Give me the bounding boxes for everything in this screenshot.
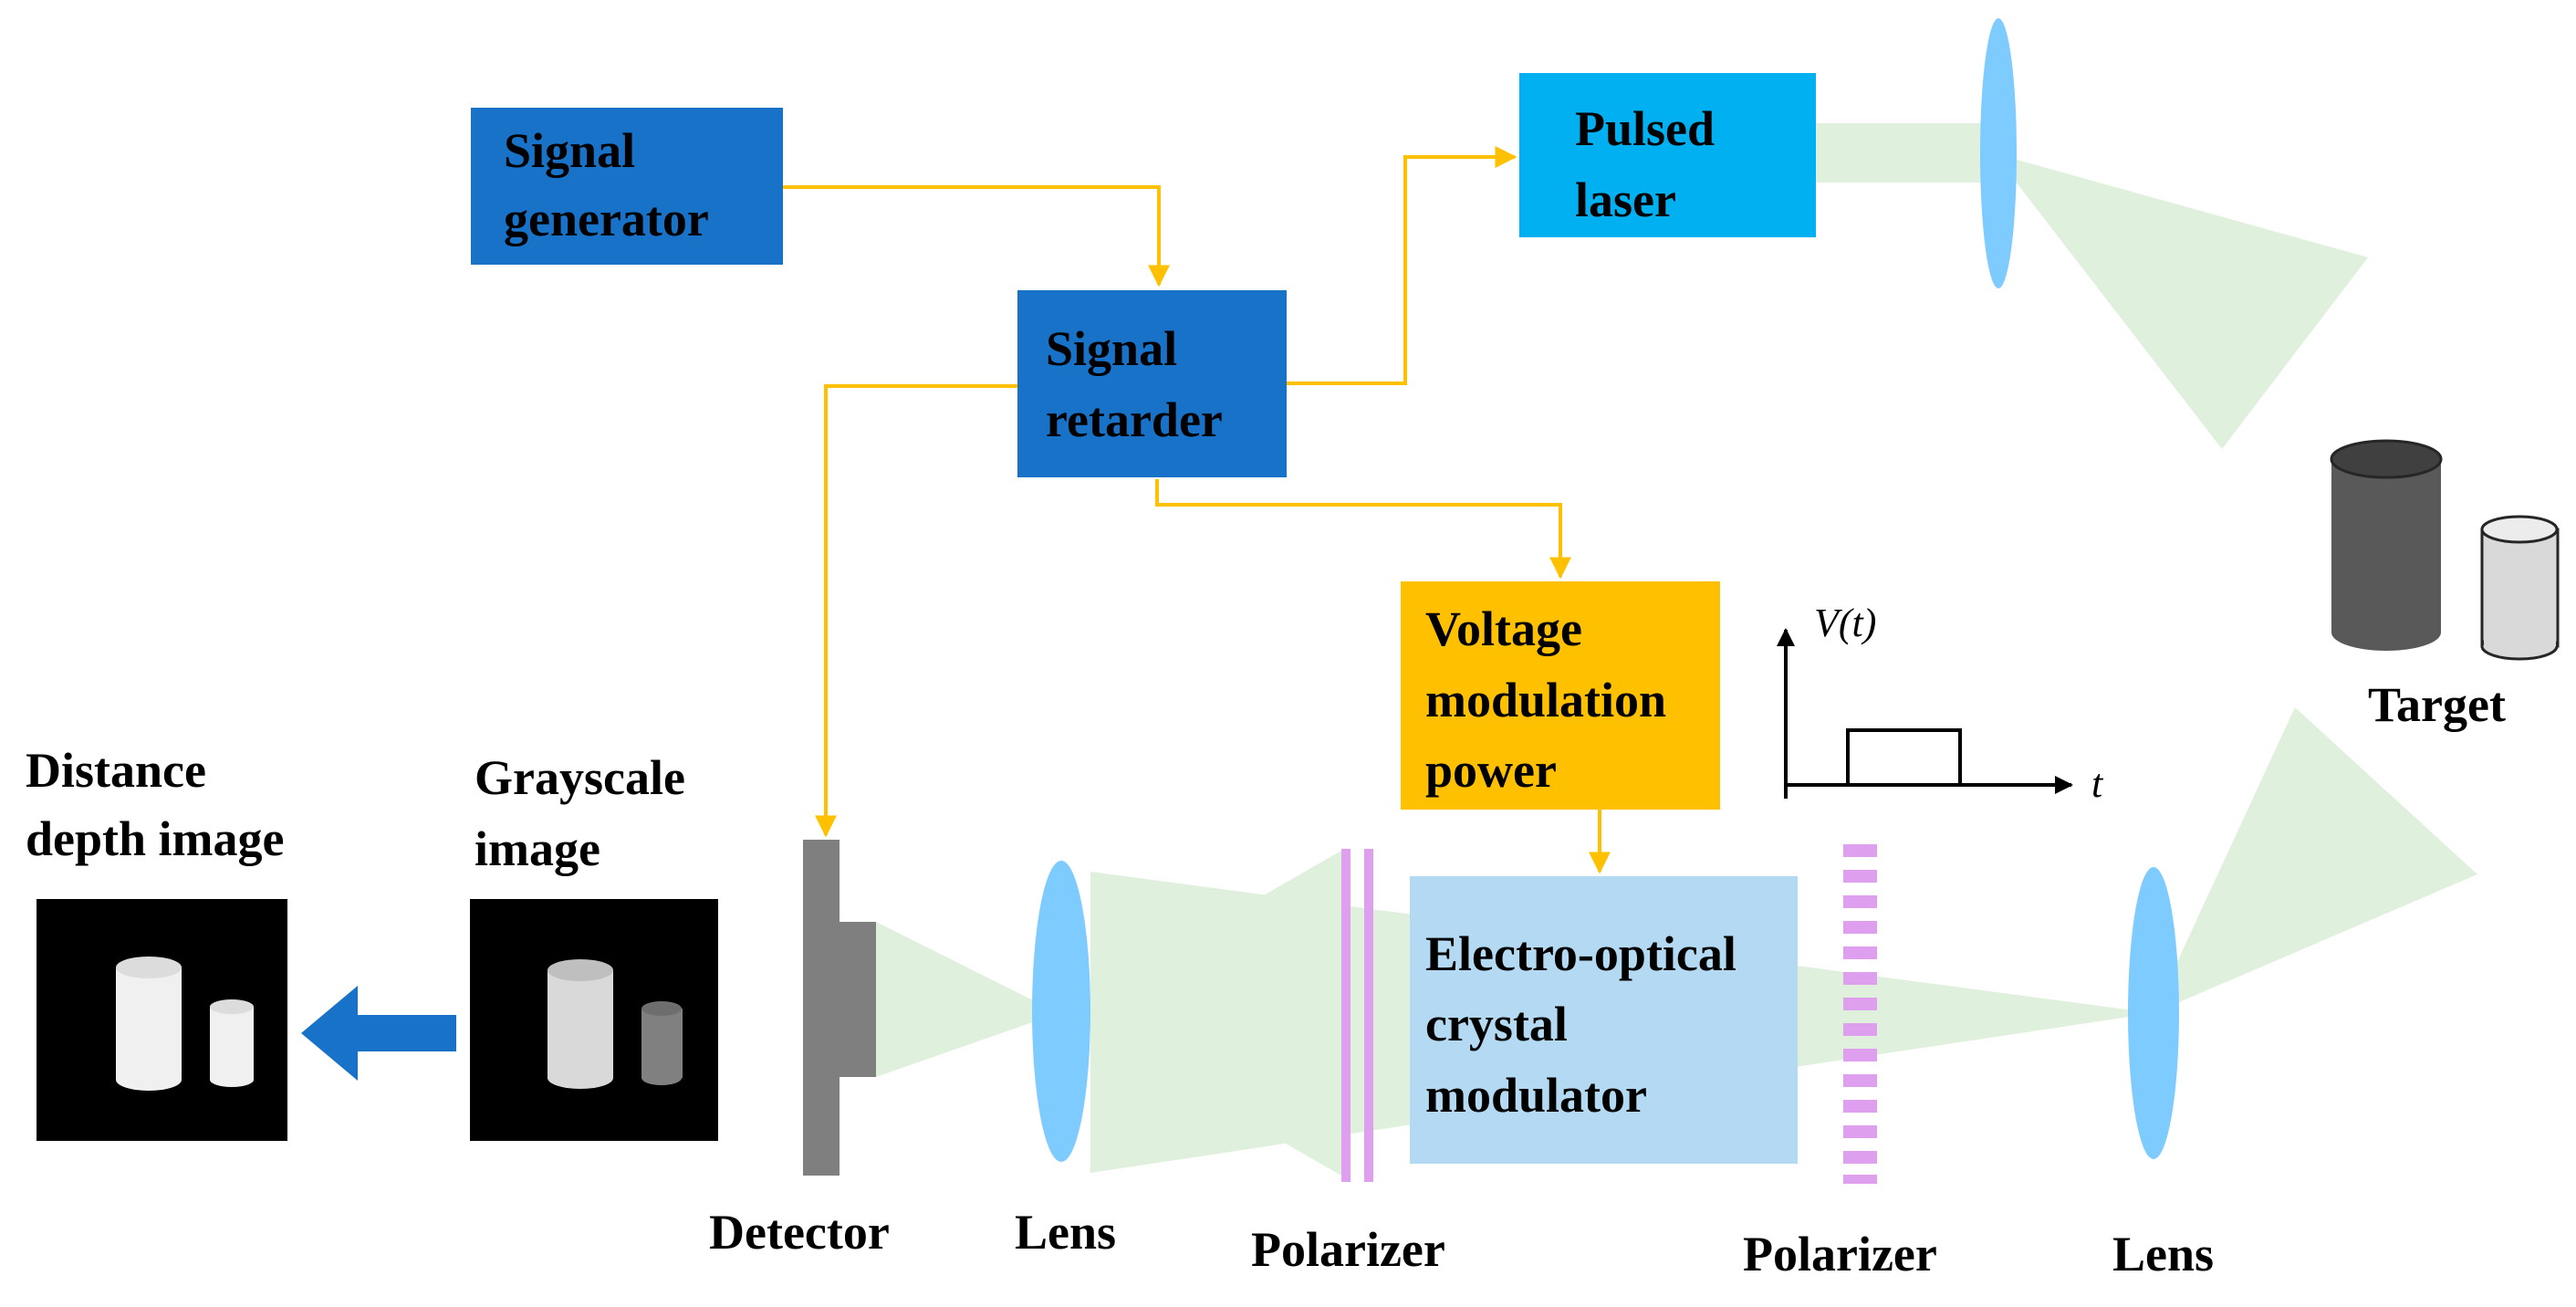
target-large-cylinder [2330,439,2443,651]
polarizer-right-label: Polarizer [1743,1227,1937,1281]
depth-label-line2: depth image [26,811,285,866]
signal-retarder-line1: Signal [1046,321,1177,376]
svg-text:power: power [1425,743,1557,798]
svg-text:retarder: retarder [1046,392,1223,447]
retarder-to-power-line [1155,479,1571,580]
target-small-cylinder [2480,515,2560,661]
generator-to-retarder-line [783,185,1170,288]
graph-pulse [1846,728,1962,785]
target-label: Target [2368,677,2506,732]
retarder-to-detector-line [815,384,1017,838]
voltage-modulation-power-block: Voltage modulation power [1401,581,1720,810]
svg-text:laser: laser [1575,173,1676,227]
lens-left-label: Lens [1015,1205,1116,1260]
detector-label: Detector [709,1205,890,1260]
depth-label-line1: Distance [26,743,206,798]
svg-text:crystal: crystal [1425,997,1568,1051]
graph-y-label: V(t) [1814,601,1876,645]
lens-left [1032,861,1090,1162]
graph-x-label: t [2091,761,2104,806]
lens-right [2128,867,2179,1159]
svg-text:Pulsed: Pulsed [1575,101,1715,156]
modulator-line3: modulator [1425,1068,1647,1123]
return-beam-cone [2154,707,2477,1013]
laser-beam-segment [1816,123,1985,183]
polarizer-right [1843,844,1877,1184]
modulator-line2: crystal [1425,997,1568,1051]
beam-to-detector [876,922,1059,1077]
pulsed-laser-line2: laser [1575,173,1676,227]
polarizer-left [1341,849,1373,1182]
svg-text:Signal: Signal [504,123,635,178]
svg-text:Electro-optical: Electro-optical [1425,926,1736,981]
signal-lines [783,146,1611,874]
modulator-line1: Electro-optical [1425,926,1736,981]
outgoing-beam-cone [1994,153,2368,449]
lens-right-label: Lens [2112,1227,2214,1281]
signal-generator-line2: generator [504,192,709,246]
grayscale-label-line1: Grayscale [475,750,685,805]
voltage-power-line1: Voltage [1425,601,1582,656]
grayscale-label-line2: image [475,821,600,876]
svg-text:Signal: Signal [1046,321,1177,376]
lens-top [1980,18,2017,288]
svg-text:Voltage: Voltage [1425,601,1582,656]
svg-text:modulator: modulator [1425,1068,1647,1123]
electro-optical-modulator-block: Electro-optical crystal modulator [1410,876,1798,1164]
grayscale-to-depth-arrow [301,986,456,1081]
beam-between-lens-and-polarizer [1059,851,1341,1176]
signal-retarder-block: Signal retarder [1017,290,1287,477]
polarizer-left-label: Polarizer [1251,1222,1445,1277]
retarder-to-laser-line [1287,146,1517,385]
pulsed-laser-line1: Pulsed [1575,101,1715,156]
signal-generator-block: Signal generator [471,108,783,265]
signal-retarder-line2: retarder [1046,392,1223,447]
svg-text:generator: generator [504,192,709,246]
voltage-pulse-graph: V(t) t [1777,601,2104,806]
signal-generator-line1: Signal [504,123,635,178]
voltage-power-line2: modulation [1425,673,1666,727]
voltage-power-line3: power [1425,743,1557,798]
depth-image [37,899,287,1141]
detector [803,840,876,1176]
grayscale-image [470,899,718,1141]
pulsed-laser-block: Pulsed laser [1519,73,1816,237]
svg-text:modulation: modulation [1425,673,1666,727]
